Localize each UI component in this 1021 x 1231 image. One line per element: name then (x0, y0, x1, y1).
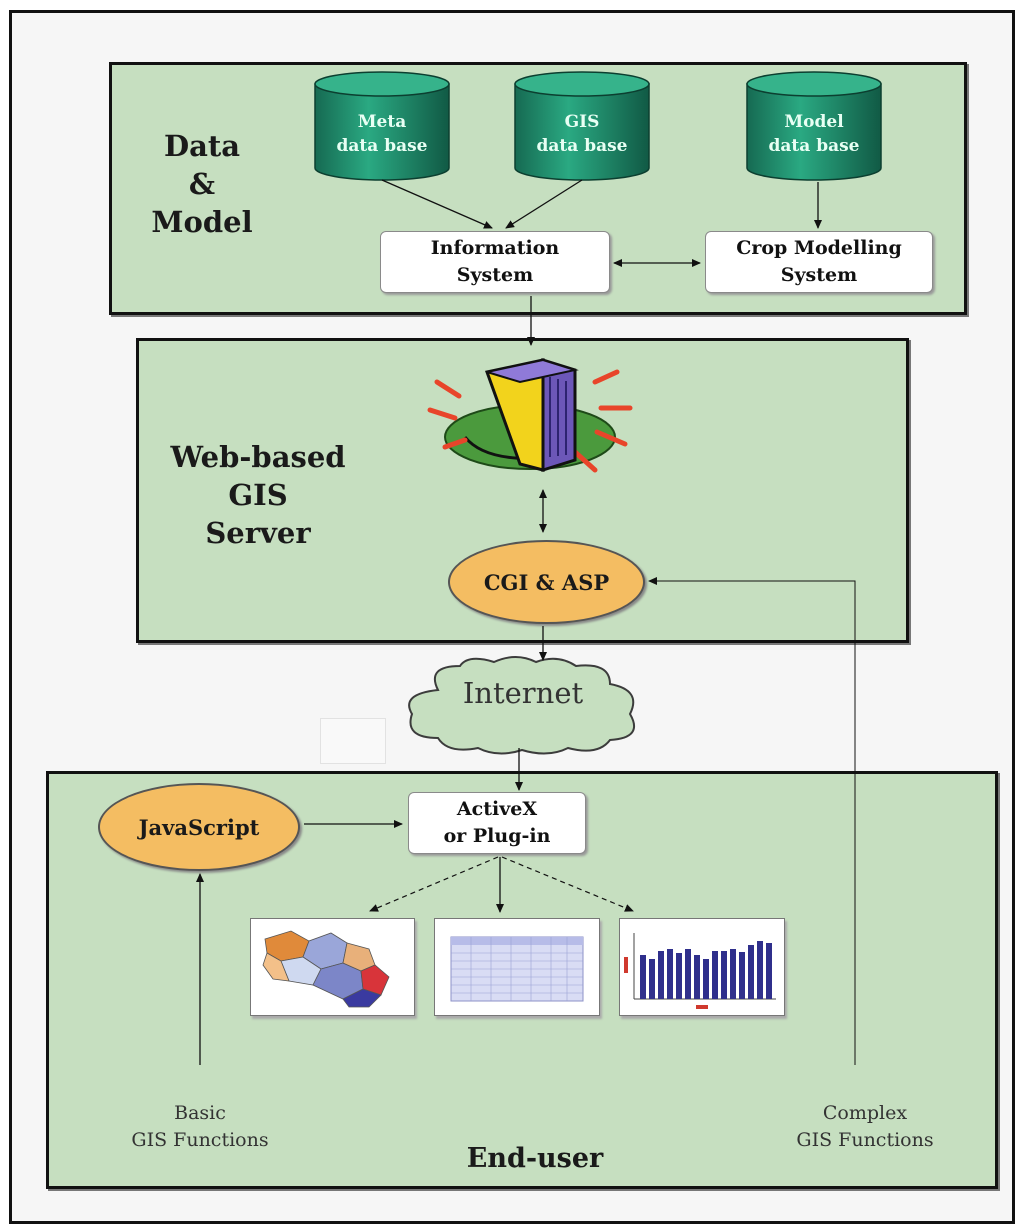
end-user-title: End-user (466, 1143, 604, 1174)
complex-caption-line-1: Complex (822, 1102, 908, 1124)
server-icon (427, 357, 633, 473)
crop-modelling-system-box: Crop Modelling System (705, 231, 933, 293)
crop-modelling-label-2: System (780, 264, 858, 286)
meta-database-icon: Meta data base (312, 70, 452, 182)
internet-label: Internet (462, 676, 584, 710)
complex-gis-functions-caption: Complex GIS Functions (760, 1100, 970, 1154)
information-system-label-1: Information (430, 237, 560, 259)
gis-database-label-2: data base (536, 136, 628, 156)
table-thumbnail-icon (450, 936, 584, 1002)
bar-chart-thumbnail-icon (624, 933, 776, 1009)
model-database-icon: Model data base (744, 70, 884, 182)
gis-database-icon: GIS data base (512, 70, 652, 182)
basic-caption-line-1: Basic (174, 1102, 226, 1124)
activex-label-1: ActiveX (456, 798, 538, 820)
basic-caption-line-2: GIS Functions (131, 1129, 269, 1151)
crop-modelling-label-1: Crop Modelling (736, 237, 902, 259)
basic-gis-functions-caption: Basic GIS Functions (100, 1100, 300, 1154)
javascript-label: JavaScript (138, 814, 260, 840)
complex-caption-line-2: GIS Functions (796, 1129, 934, 1151)
information-system-box: Information System (380, 231, 610, 293)
cgi-asp-label: CGI & ASP (483, 569, 610, 595)
faint-placeholder-rect (320, 718, 386, 764)
meta-database-label-1: Meta (357, 112, 407, 132)
map-thumbnail-icon (261, 927, 395, 1008)
model-database-label-2: data base (768, 136, 860, 156)
gis-server-title: Web-based GIS Server (170, 440, 346, 550)
activex-label-2: or Plug-in (443, 825, 551, 847)
internet-cloud-icon (408, 656, 635, 755)
data-model-title: Data & Model (151, 129, 253, 239)
model-database-label-1: Model (784, 112, 844, 132)
javascript-node: JavaScript (98, 783, 300, 871)
table-document (434, 918, 600, 1016)
gis-database-label-1: GIS (564, 112, 600, 132)
bar-chart-document (619, 918, 785, 1016)
map-document (250, 918, 415, 1016)
meta-database-label-2: data base (336, 136, 428, 156)
cgi-asp-node: CGI & ASP (448, 540, 645, 624)
information-system-label-2: System (456, 264, 534, 286)
activex-plugin-box: ActiveX or Plug-in (408, 792, 586, 854)
